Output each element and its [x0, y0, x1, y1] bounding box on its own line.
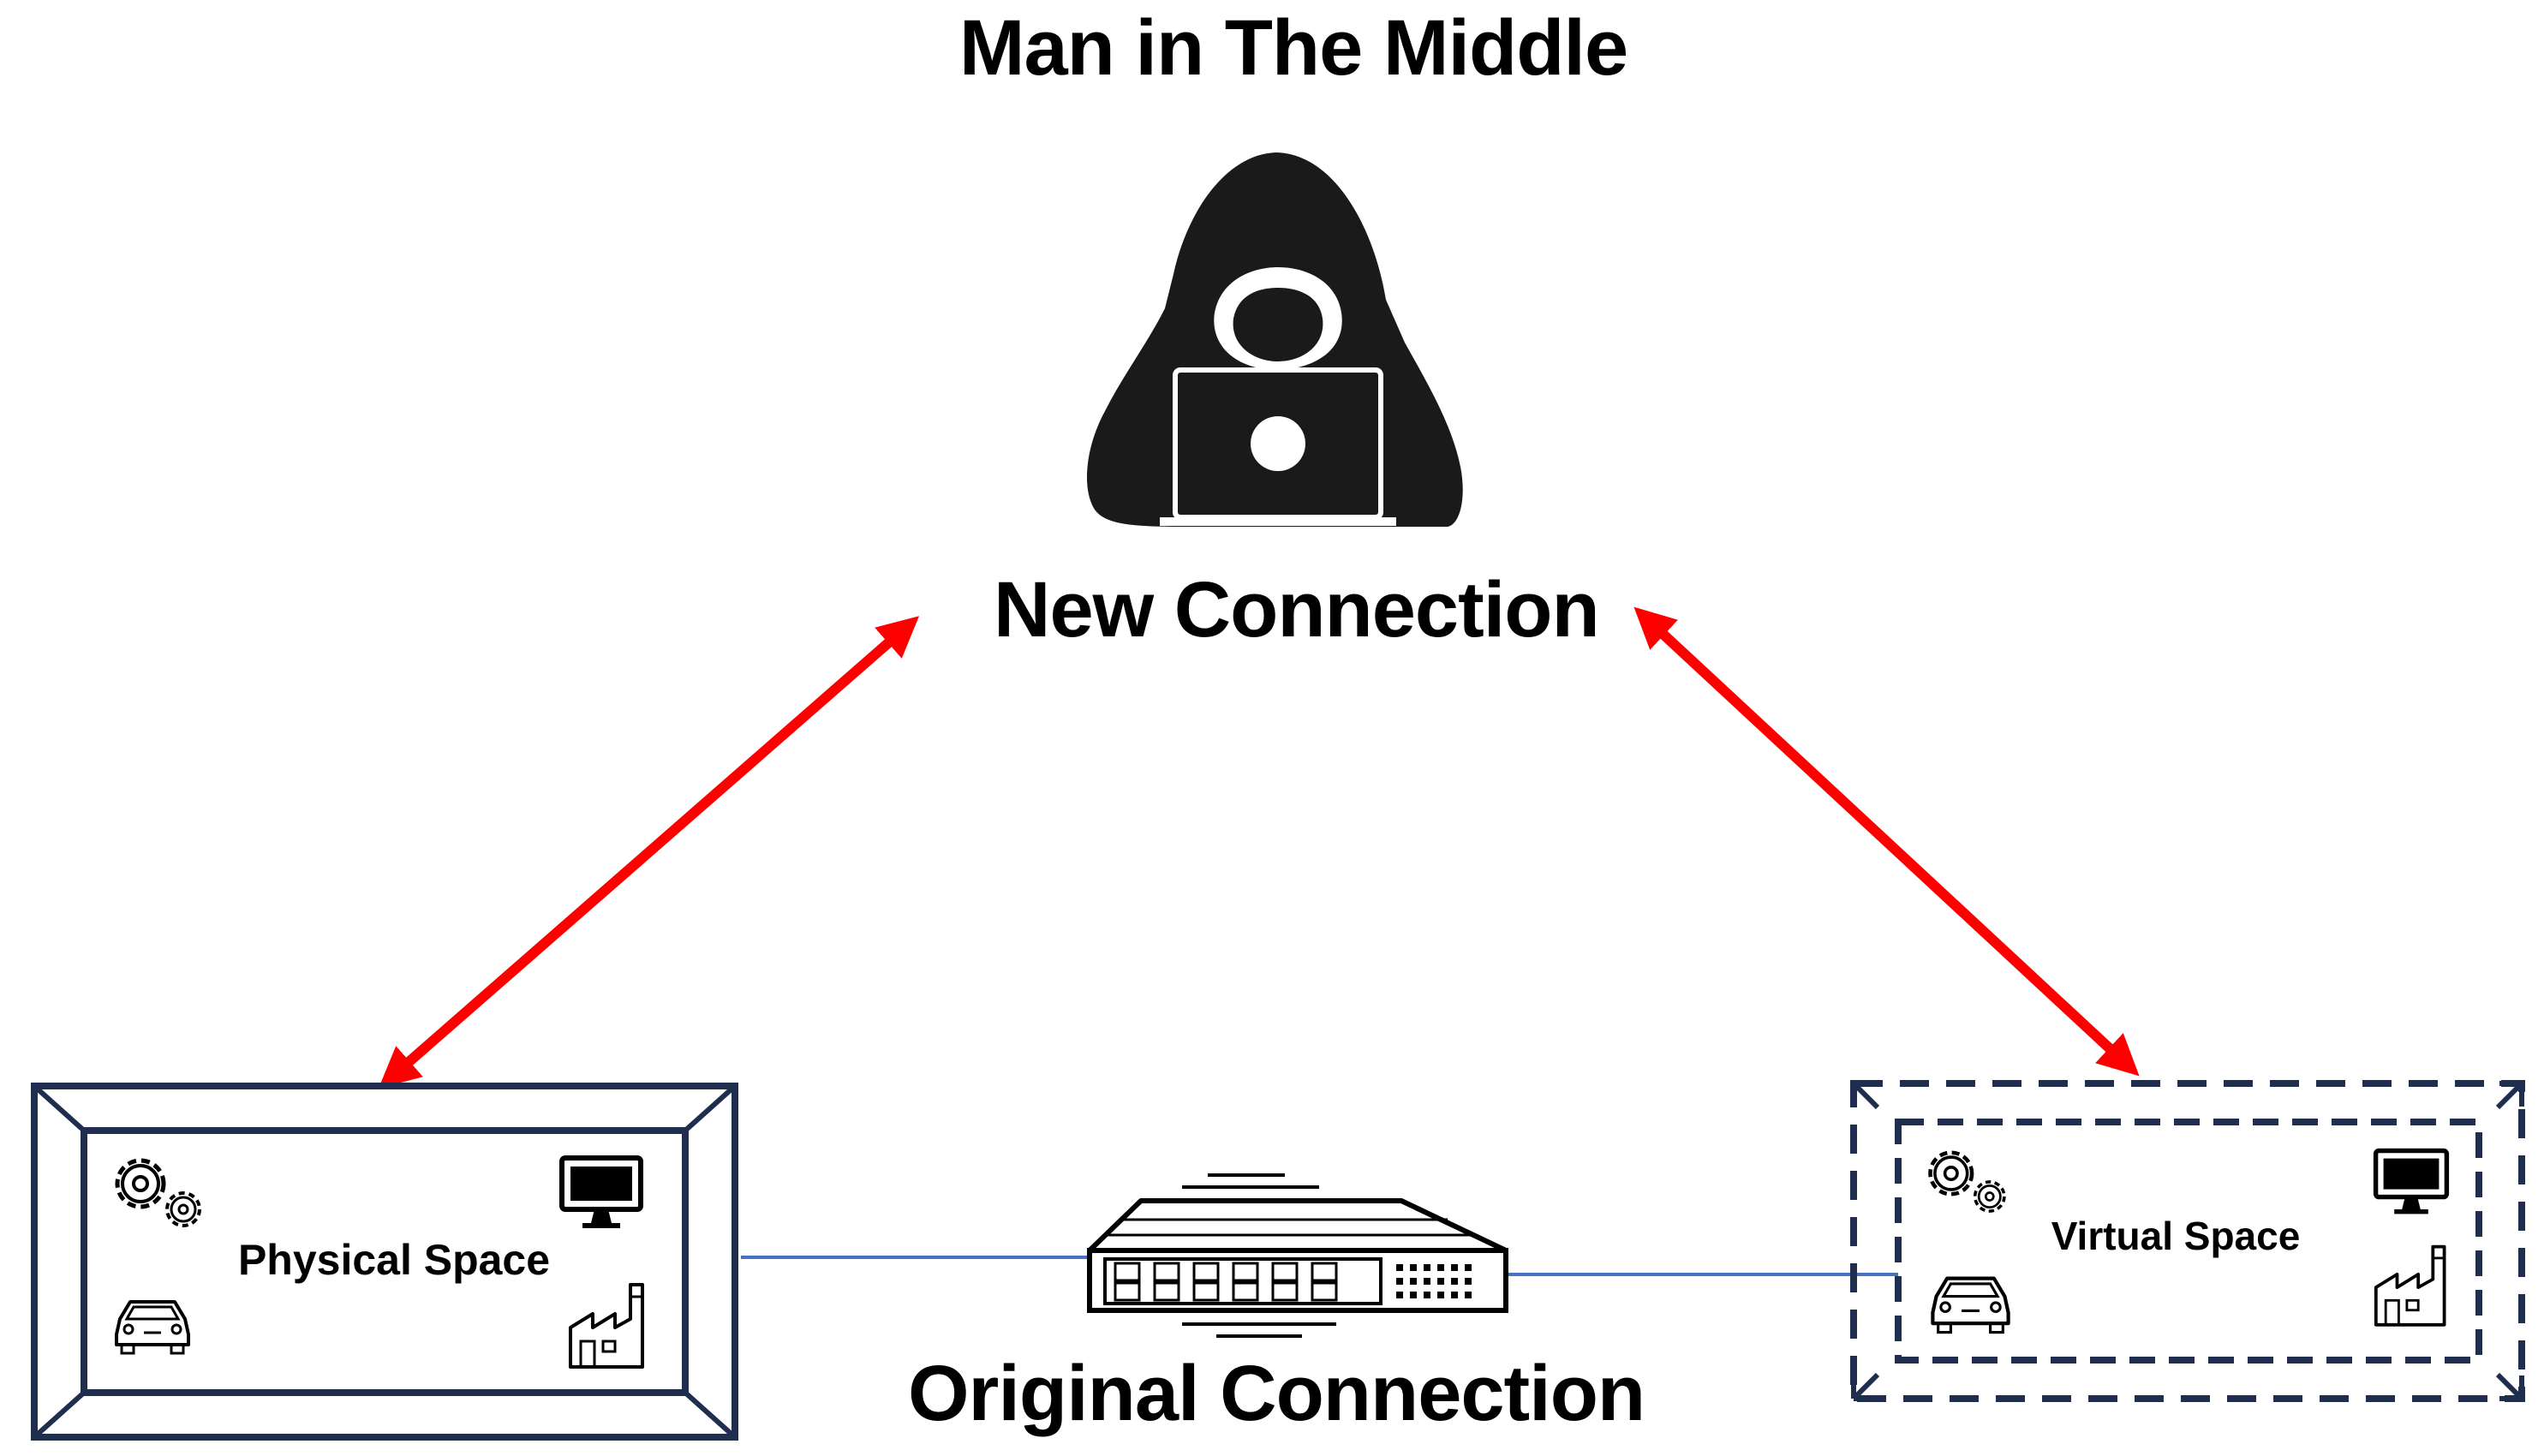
physical-space-box [31, 1083, 738, 1441]
diagram-title: Man in The Middle [958, 4, 1628, 92]
network-switch-icon [1087, 1173, 1508, 1338]
original-connection-label: Original Connection [908, 1350, 1645, 1437]
attack-arrow-right [1633, 606, 2140, 1077]
virtual-space-box [1850, 1080, 2525, 1402]
hacker-laptop-icon [1086, 152, 1478, 527]
physical-space-label: Physical Space [237, 1236, 551, 1284]
virtual-space-label: Virtual Space [2051, 1214, 2301, 1258]
new-connection-label: New Connection [994, 566, 1600, 653]
attack-arrow-left [378, 616, 920, 1089]
